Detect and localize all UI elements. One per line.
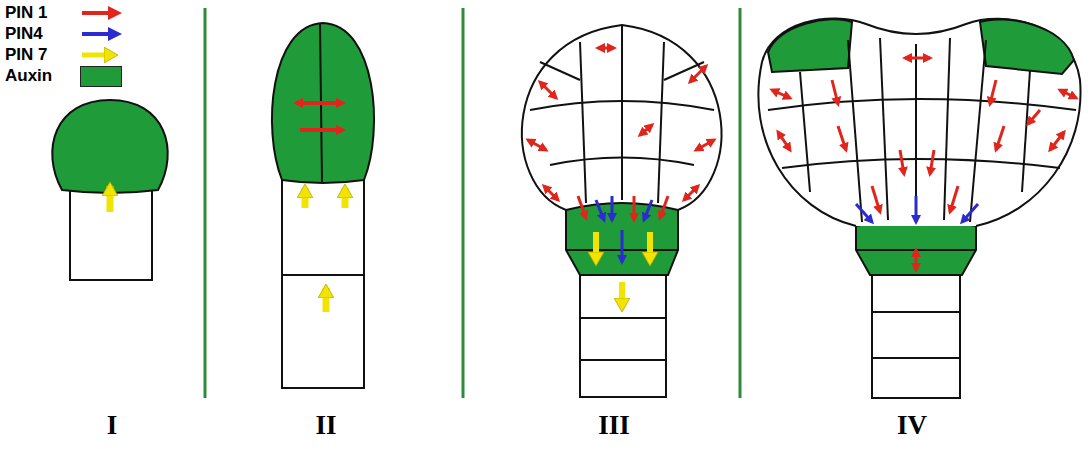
- legend-swatch: [80, 66, 122, 87]
- stage-one-embryo: [52, 100, 167, 280]
- stage-label: III: [598, 410, 630, 440]
- stage-four-embryo: [758, 18, 1080, 398]
- stage-label: IV: [897, 410, 927, 440]
- stage-label: II: [315, 410, 336, 440]
- legend-arrows: [82, 13, 118, 55]
- legend-text: PIN4: [5, 24, 43, 44]
- divider-lines: [205, 8, 740, 398]
- stage-two-embryo: [272, 23, 374, 388]
- legend-text: PIN 1: [5, 3, 48, 23]
- stage-three-embryo: [522, 25, 722, 397]
- legend-text: Auxin: [5, 66, 52, 86]
- stage-label: I: [107, 410, 118, 440]
- legend-text: PIN 7: [5, 45, 48, 65]
